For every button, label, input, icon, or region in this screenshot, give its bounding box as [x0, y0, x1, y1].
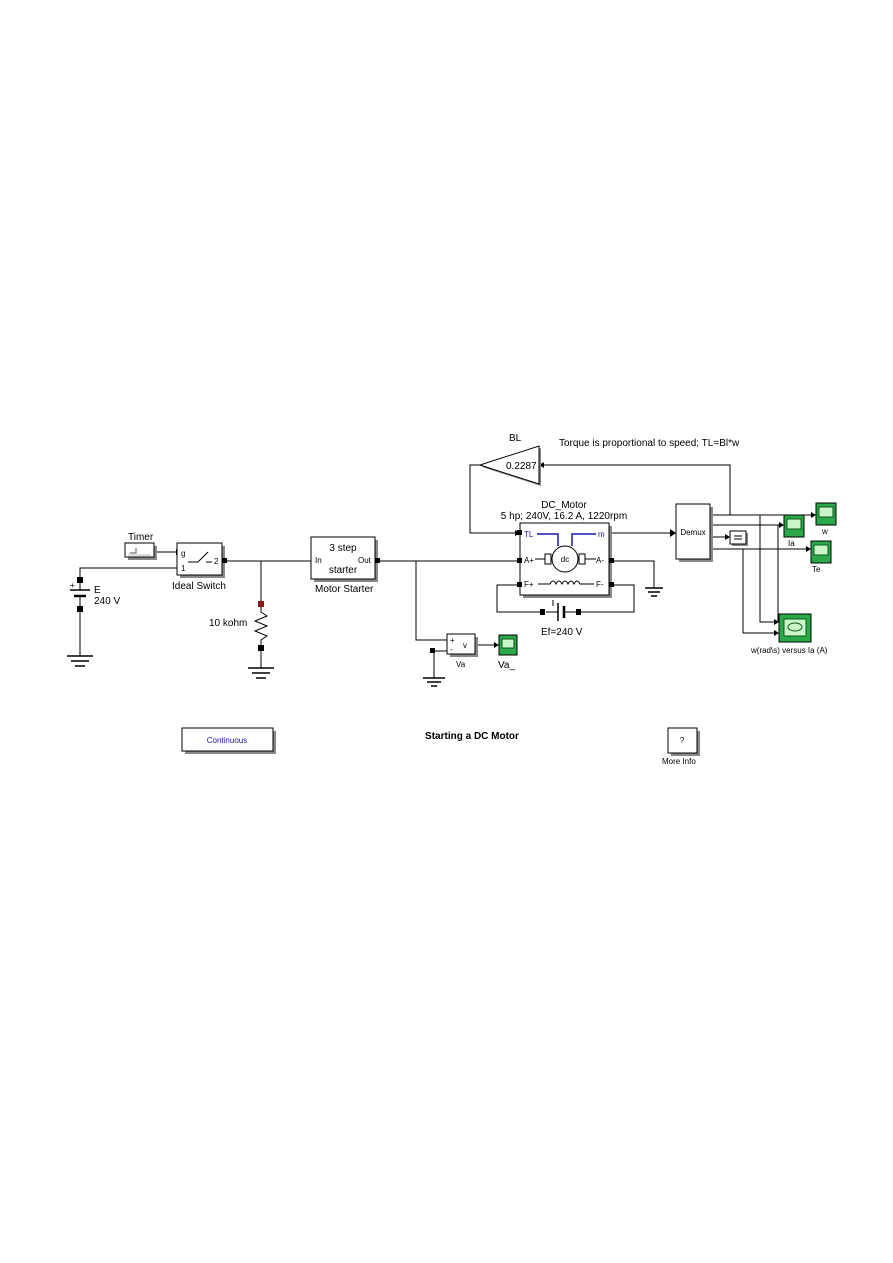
help-symbol: ?: [680, 736, 685, 745]
ground-battery: [67, 655, 93, 667]
starter-line2: starter: [329, 565, 358, 576]
motor-tl-port: TL: [524, 530, 534, 539]
switch-port-2: 2: [214, 557, 219, 566]
field-source-label: Ef=240 V: [541, 627, 583, 638]
ground-resistor: [248, 667, 274, 679]
battery-name: E: [94, 585, 101, 596]
ideal-switch-block[interactable]: g 1 2 Ideal Switch: [172, 542, 227, 592]
dc-motor-block[interactable]: DC_Motor 5 hp; 240V, 16.2 A, 1220rpm TL …: [501, 500, 627, 598]
more-info-button[interactable]: ? More Info: [662, 727, 700, 766]
motor-aminus-port: A-: [596, 556, 604, 565]
demux-label: Demux: [680, 528, 705, 537]
resistor-block[interactable]: 10 kohm: [209, 601, 269, 651]
switch-port-g: g: [181, 549, 185, 558]
field-source-block[interactable]: Ef=240 V: [540, 600, 583, 638]
starter-line1: 3 step: [329, 543, 357, 554]
diagram-title: Starting a DC Motor: [425, 731, 519, 742]
switch-port-1: 1: [181, 564, 186, 573]
motor-fplus-port: F+: [524, 580, 534, 589]
ground-motor: [645, 587, 663, 597]
motor-aplus-port: A+: [524, 556, 534, 565]
terminator-block: [729, 530, 748, 546]
xy-graph-label: w(rad\s) versus Ia (A): [750, 646, 828, 655]
motor-starter-label: Motor Starter: [315, 584, 374, 595]
motor-name: DC_Motor: [541, 500, 587, 511]
scope-te[interactable]: Te: [810, 540, 832, 574]
continuous-powergui[interactable]: Continuous: [181, 727, 276, 754]
scope-te-label: Te: [812, 565, 821, 574]
svg-text:+: +: [70, 581, 75, 590]
gain-value: 0.2287: [506, 461, 537, 472]
battery-block[interactable]: + E 240 V: [70, 577, 120, 612]
motor-dc-label: dc: [561, 555, 569, 564]
starter-in-port: In: [315, 556, 322, 565]
scope-va[interactable]: Va_: [498, 634, 518, 671]
starter-out-port: Out: [358, 556, 372, 565]
demux-block[interactable]: Demux: [675, 503, 713, 562]
voltmeter-block[interactable]: + - v Va: [430, 633, 478, 669]
resistor-label: 10 kohm: [209, 618, 247, 629]
torque-annotation: Torque is proportional to speed; TL=Bl*w: [559, 438, 740, 449]
scope-ia[interactable]: Ia: [783, 514, 805, 548]
motor-fminus-port: F-: [596, 580, 604, 589]
ground-voltmeter: [423, 677, 445, 687]
voltmeter-v: v: [463, 641, 467, 650]
scope-va-label: Va_: [498, 660, 515, 671]
scope-w-label: w: [821, 527, 828, 536]
timer-block[interactable]: Timer: [124, 532, 157, 560]
voltmeter-minus: -: [450, 645, 453, 654]
scope-ia-label: Ia: [788, 539, 795, 548]
more-info-label: More Info: [662, 757, 696, 766]
voltmeter-label: Va: [456, 660, 466, 669]
timer-label: Timer: [128, 532, 154, 543]
battery-value: 240 V: [94, 596, 120, 607]
scope-w[interactable]: w: [815, 502, 837, 536]
motor-starter-block[interactable]: 3 step starter In Out Motor Starter: [310, 536, 380, 595]
xy-graph[interactable]: w(rad\s) versus Ia (A): [750, 613, 828, 655]
voltmeter-plus: +: [450, 636, 455, 645]
motor-spec: 5 hp; 240V, 16.2 A, 1220rpm: [501, 511, 627, 522]
ideal-switch-label: Ideal Switch: [172, 581, 226, 592]
continuous-label: Continuous: [207, 736, 247, 745]
gain-name: BL: [509, 433, 522, 444]
gain-block[interactable]: BL 0.2287: [478, 433, 541, 486]
motor-m-port: m: [598, 530, 605, 539]
